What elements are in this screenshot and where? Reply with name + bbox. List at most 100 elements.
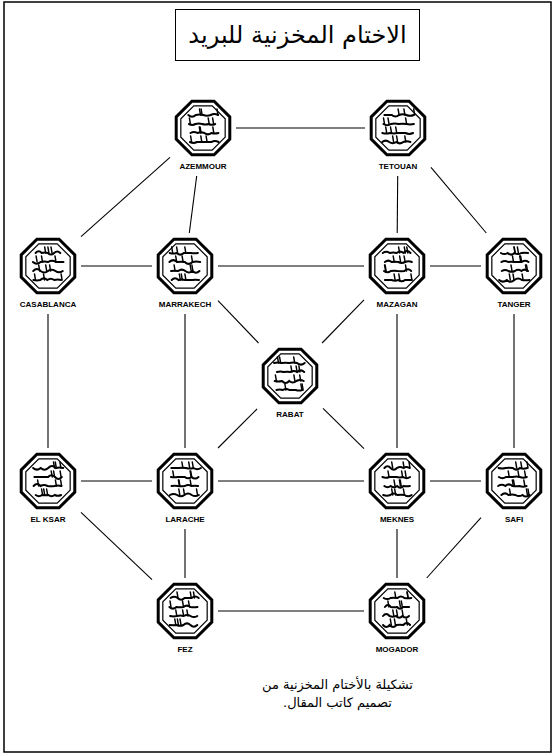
seal-outer xyxy=(158,454,212,508)
calligraphy-stroke xyxy=(169,260,200,264)
calligraphy-stroke xyxy=(383,251,411,253)
connector-line xyxy=(236,128,365,129)
calligraphy-stroke xyxy=(300,375,301,381)
calligraphy-stroke xyxy=(407,592,408,598)
calligraphy-stroke xyxy=(54,471,55,477)
calligraphy-stroke xyxy=(47,489,48,495)
calligraphy-stroke xyxy=(386,127,387,133)
calligraphy-stroke xyxy=(383,623,410,627)
calligraphy-stroke xyxy=(385,280,412,281)
seal-node: EL KSAR xyxy=(17,450,79,527)
connector-line xyxy=(397,529,398,578)
calligraphy-stroke xyxy=(404,247,405,253)
city-name: MOGADOR xyxy=(366,645,428,655)
calligraphy-stroke xyxy=(511,265,512,271)
seal-inner xyxy=(163,244,207,288)
calligraphy-stroke xyxy=(397,610,398,616)
calligraphy-stroke xyxy=(192,256,193,262)
calligraphy-stroke xyxy=(185,274,186,280)
connector-stroke xyxy=(322,300,364,343)
calligraphy-stroke xyxy=(173,471,174,477)
seal-outer xyxy=(263,349,317,403)
calligraphy-stroke xyxy=(383,614,409,618)
seal-inner xyxy=(26,459,70,503)
seal-inner xyxy=(375,459,419,503)
calligraphy-stroke xyxy=(192,462,193,468)
connector-stroke xyxy=(396,529,397,578)
seal-inner xyxy=(268,354,312,398)
connector-line xyxy=(430,481,481,482)
seal-inner xyxy=(163,589,207,633)
seal-calligraphy xyxy=(383,247,412,281)
calligraphy-stroke xyxy=(60,462,61,468)
calligraphy-stroke xyxy=(201,136,202,142)
connector-stroke xyxy=(81,265,152,266)
seal-node: LARACHE xyxy=(154,450,216,527)
calligraphy-stroke xyxy=(55,480,56,486)
seal-node: TANGER xyxy=(483,235,545,312)
connector-line xyxy=(81,157,170,236)
calligraphy-stroke xyxy=(510,489,511,495)
seal-inner xyxy=(492,244,536,288)
seal-calligraphy xyxy=(382,462,411,496)
connector-stroke xyxy=(397,176,399,233)
seal-calligraphy xyxy=(170,462,201,496)
connector-stroke xyxy=(189,176,196,233)
city-name: LARACHE xyxy=(154,515,216,525)
connector-line xyxy=(189,176,196,233)
calligraphy-stroke xyxy=(181,274,182,280)
seal-calligraphy xyxy=(188,109,218,143)
calligraphy-stroke xyxy=(194,592,195,598)
calligraphy-stroke xyxy=(394,274,395,280)
calligraphy-stroke xyxy=(180,619,181,625)
calligraphy-stroke xyxy=(190,480,191,486)
calligraphy-stroke xyxy=(213,127,214,133)
calligraphy-stroke xyxy=(402,471,403,477)
seal-octagon xyxy=(483,235,545,297)
calligraphy-stroke xyxy=(201,109,202,115)
calligraphy-stroke xyxy=(527,462,528,468)
calligraphy-stroke xyxy=(182,462,183,468)
calligraphy-stroke xyxy=(406,619,407,625)
calligraphy-stroke xyxy=(501,261,528,262)
calligraphy-stroke xyxy=(176,256,177,262)
calligraphy-stroke xyxy=(51,471,52,477)
seal-node: MOGADOR xyxy=(366,580,428,657)
calligraphy-stroke xyxy=(399,480,400,486)
seal-calligraphy xyxy=(498,462,529,497)
calligraphy-stroke xyxy=(35,274,36,280)
calligraphy-stroke xyxy=(411,274,412,280)
calligraphy-stroke xyxy=(499,477,527,479)
calligraphy-stroke xyxy=(393,610,394,616)
seal-octagon xyxy=(17,235,79,297)
calligraphy-stroke xyxy=(395,592,396,598)
calligraphy-stroke xyxy=(513,256,514,262)
calligraphy-stroke xyxy=(402,610,403,616)
calligraphy-stroke xyxy=(383,493,412,496)
calligraphy-stroke xyxy=(192,265,193,271)
calligraphy-stroke xyxy=(190,141,219,143)
calligraphy-stroke xyxy=(275,380,304,383)
seal-node: FEZ xyxy=(154,580,216,657)
seal-calligraphy xyxy=(33,247,64,280)
connector-line xyxy=(218,266,364,267)
calligraphy-stroke xyxy=(392,489,393,495)
calligraphy-stroke xyxy=(178,480,179,486)
calligraphy-stroke xyxy=(399,274,400,280)
connector-stroke xyxy=(431,167,486,233)
calligraphy-stroke xyxy=(50,265,51,271)
calligraphy-stroke xyxy=(502,270,528,272)
calligraphy-stroke xyxy=(514,247,515,253)
city-name: CASABLANCA xyxy=(17,300,79,310)
connector-line xyxy=(397,314,398,448)
connector-line xyxy=(322,300,364,343)
calligraphy-stroke xyxy=(34,475,61,479)
calligraphy-stroke xyxy=(388,601,389,607)
calligraphy-stroke xyxy=(403,462,404,468)
calligraphy-stroke xyxy=(409,462,410,468)
calligraphy-stroke xyxy=(170,623,198,626)
calligraphy-stroke xyxy=(301,384,302,390)
city-name: EL KSAR xyxy=(17,515,79,525)
seal-outer xyxy=(176,101,230,155)
calligraphy-stroke xyxy=(175,619,176,625)
